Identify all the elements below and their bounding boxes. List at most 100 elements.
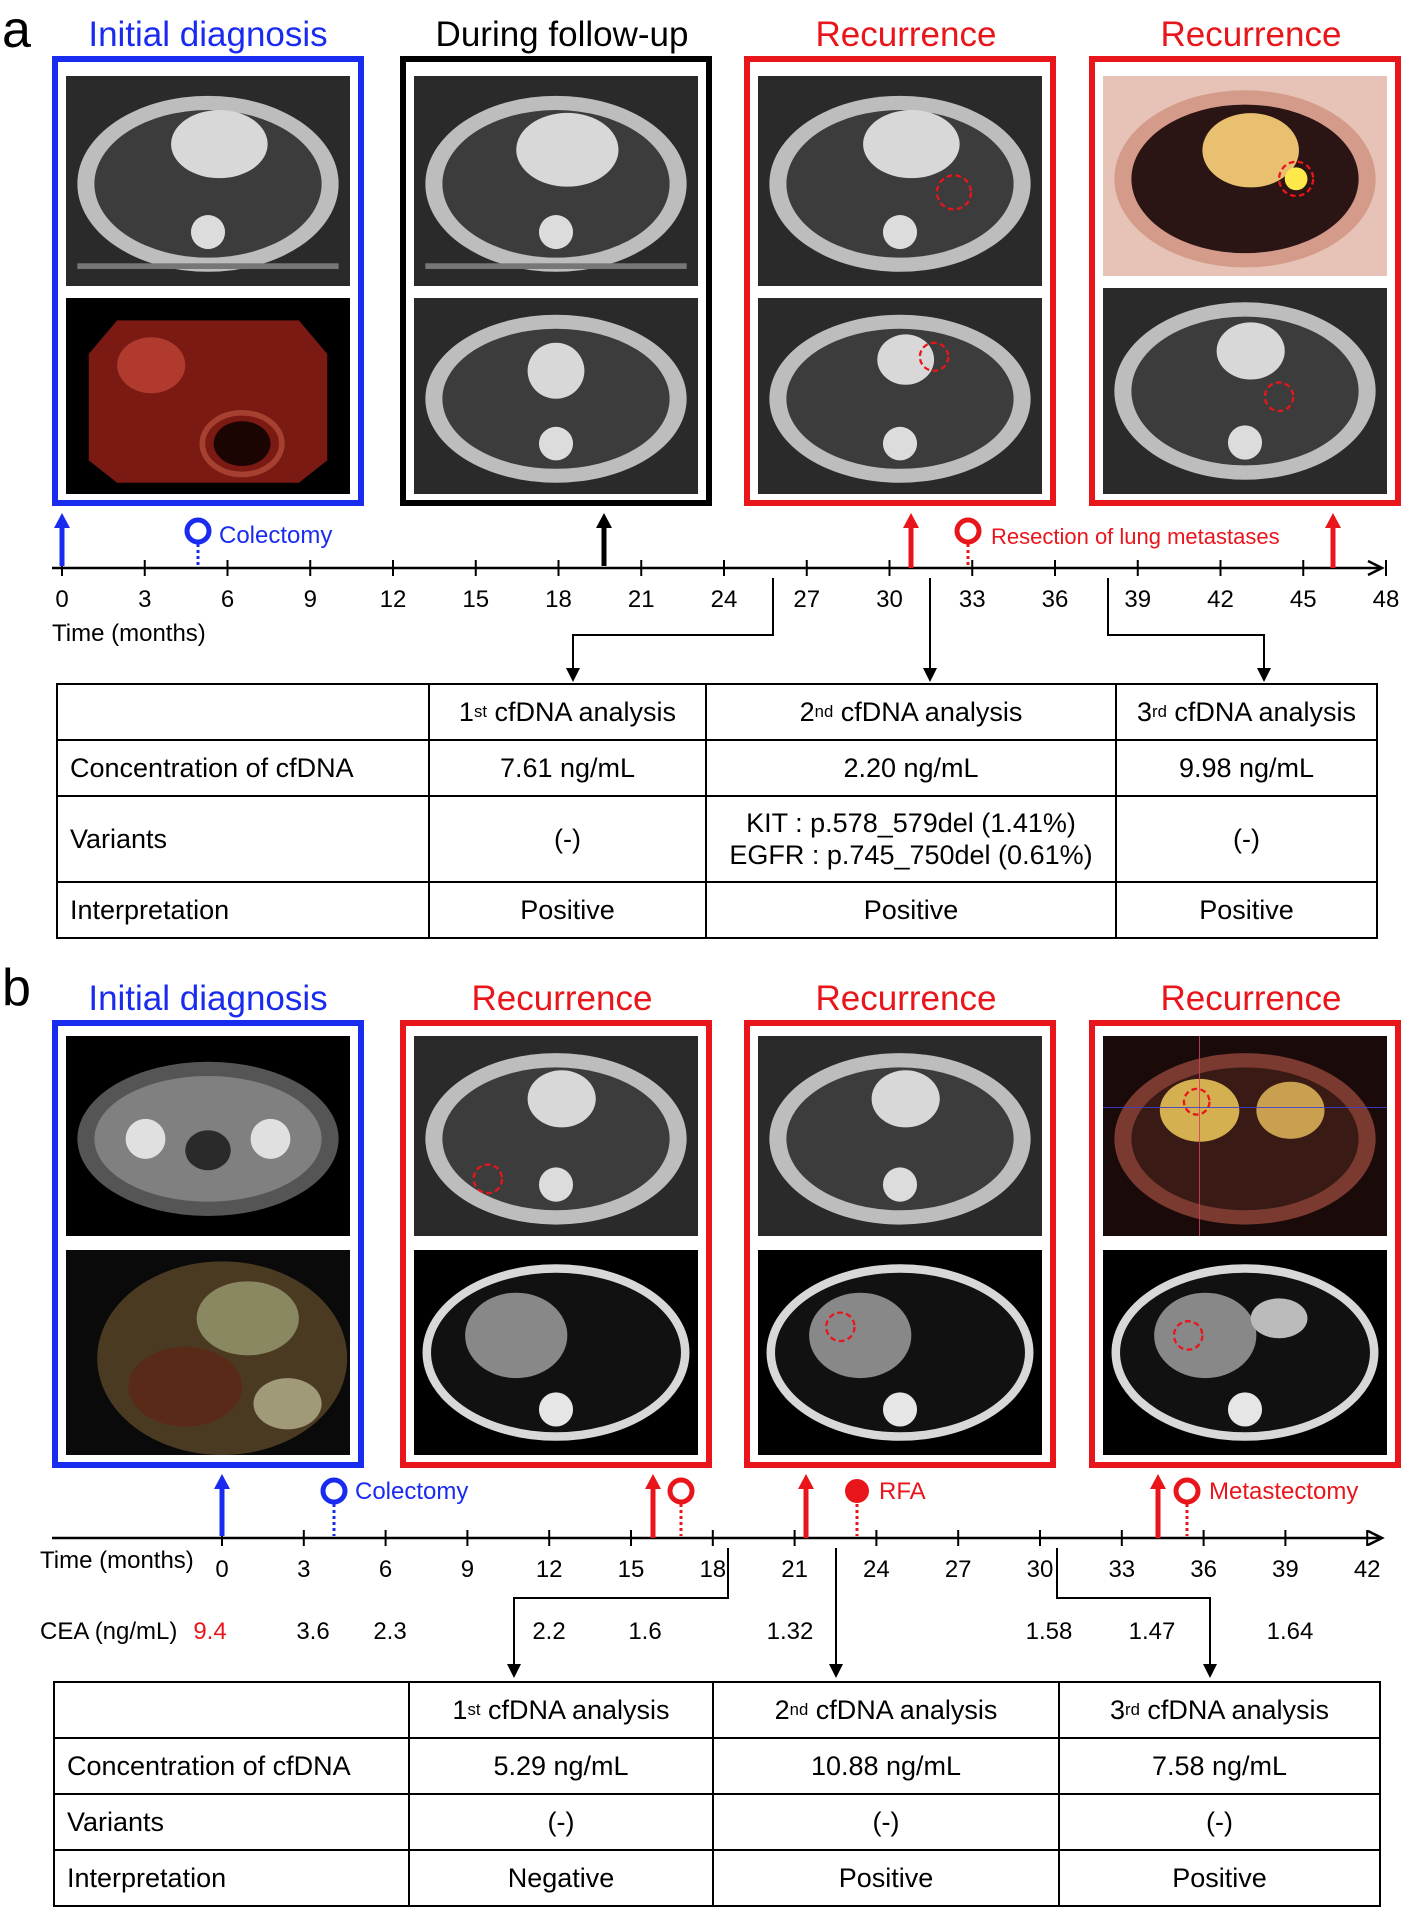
panel-a-resection-marker: [954, 517, 982, 545]
panel-a-title-during-follow-up: During follow-up: [435, 15, 689, 54]
panel-a-tick-label: 33: [958, 586, 986, 613]
panel-b-tick-label: 30: [1026, 1556, 1054, 1583]
panel-a-table-header-3: 3rd cfDNA analysis: [1115, 683, 1378, 741]
table-row: Concentration of cfDNA 7.61 ng/mL 2.20 n…: [56, 739, 1378, 797]
table-cell: Positive: [1115, 881, 1378, 939]
panel-b-tick-label: 15: [617, 1556, 645, 1583]
panel-a-tick-label: 36: [1041, 586, 1069, 613]
panel-a-image-3-chest-ct-lesion: [758, 76, 1042, 286]
table-row: Interpretation Positive Positive Positiv…: [56, 881, 1378, 939]
panel-b-image-2-chest-ct-lesion: [414, 1036, 698, 1236]
panel-a-tick-label: 27: [793, 586, 821, 613]
panel-b-table-header-1: 1st cfDNA analysis: [408, 1681, 714, 1739]
table-cell: 9.98 ng/mL: [1115, 739, 1378, 797]
table-cell: 10.88 ng/mL: [712, 1737, 1060, 1795]
panel-b-initial-diagnosis-arrowhead: [214, 1474, 230, 1489]
panel-a-initial-diagnosis-arrowhead: [54, 513, 70, 528]
cea-value: 2.2: [532, 1618, 566, 1645]
table-cell: Positive: [1058, 1849, 1381, 1907]
cea-value: 1.64: [1266, 1618, 1314, 1645]
panel-b-tick-label: 24: [863, 1556, 890, 1583]
panel-b-metastectomy-label: Metastectomy: [1209, 1478, 1359, 1505]
panel-b-recurrence-arrowhead-1: [645, 1474, 661, 1489]
panel-a-tick-label: 15: [462, 586, 490, 613]
table-row: Concentration of cfDNA 5.29 ng/mL 10.88 …: [53, 1737, 1381, 1795]
table-cell: Negative: [408, 1849, 714, 1907]
table-cell: 7.58 ng/mL: [1058, 1737, 1381, 1795]
panel-b-image-3-chest-ct: [758, 1036, 1042, 1236]
panel-b-tick-label: 36: [1190, 1556, 1217, 1583]
panel-b-metastectomy-marker: [1173, 1477, 1201, 1505]
panel-b-image-1-pelvic-ct: [66, 1036, 350, 1236]
panel-b-tick-label: 0: [215, 1556, 229, 1583]
panel-a-axis-label: Time (months): [52, 620, 206, 647]
panel-b-connector-1-arrowhead: [507, 1664, 521, 1678]
panel-b-recurrence-arrowhead-3: [1150, 1474, 1166, 1489]
table-cell: (-): [428, 795, 707, 883]
panel-a-table-corner: [56, 683, 430, 741]
table-row: Variants (-) KIT : p.578_579del (1.41%) …: [56, 795, 1378, 883]
table-cell: (-): [1058, 1793, 1381, 1851]
table-cell: 5.29 ng/mL: [408, 1737, 714, 1795]
panel-a-tick-label: 3: [138, 586, 152, 613]
cea-label: CEA (ng/mL): [40, 1618, 178, 1645]
panel-b-rfa-marker: [845, 1479, 869, 1503]
panel-a-connector-1: [572, 578, 774, 676]
panel-b-tick-label: 3: [297, 1556, 311, 1583]
panel-a-resection-label: Resection of lung metastases: [991, 524, 1280, 549]
panel-a-row-label-concentration: Concentration of cfDNA: [56, 739, 430, 797]
cea-value: 9.4: [193, 1618, 227, 1645]
panel-a-image-1-chest-ct: [66, 76, 350, 286]
panel-b-row-label-concentration: Concentration of cfDNA: [53, 1737, 410, 1795]
cea-value: 2.3: [373, 1618, 407, 1645]
panel-a-connector-1-arrowhead: [566, 668, 580, 682]
panel-a-table-header-row: 1st cfDNA analysis 2nd cfDNA analysis 3r…: [56, 683, 1378, 741]
panel-a-ticks: [61, 560, 1387, 576]
panel-b-tick-label: 33: [1108, 1556, 1136, 1583]
panel-a-tick-label: 21: [627, 586, 655, 613]
panel-a-tick-label: 39: [1124, 586, 1152, 613]
panel-a-tick-label: 0: [55, 586, 69, 613]
panel-a-connector-2-arrowhead: [923, 668, 937, 682]
panel-b-connector-3-arrowhead: [1203, 1664, 1217, 1678]
panel-b-tick-label: 21: [781, 1556, 808, 1583]
panel-b-results-table: 1st cfDNA analysis 2nd cfDNA analysis 3r…: [53, 1681, 1381, 1907]
panel-a-recurrence-arrowhead-1: [903, 513, 919, 528]
panel-a-row-label-variants: Variants: [56, 795, 430, 883]
panel-b-tick-label: 42: [1353, 1556, 1381, 1583]
panel-b-axis-arrowhead: [1367, 1529, 1385, 1547]
panel-a-follow-up-arrowhead: [596, 513, 612, 528]
cea-value: 1.32: [766, 1618, 814, 1645]
panel-b-tick-label: 9: [460, 1556, 475, 1583]
panel-b-colectomy-marker: [320, 1477, 348, 1505]
table-cell: Positive: [712, 1849, 1060, 1907]
panel-b-image-4-pet-ct-lesion: [1103, 1036, 1387, 1236]
panel-a-title-initial-diagnosis: Initial diagnosis: [88, 15, 328, 54]
panel-b-tick-label: 39: [1272, 1556, 1299, 1583]
panel-a-image-3-chest-ct-lesion-lower: [758, 298, 1042, 494]
panel-b-tick-label: 27: [944, 1556, 972, 1583]
table-cell: (-): [712, 1793, 1060, 1851]
panel-a-tick-label: 30: [876, 586, 903, 613]
table-cell: (-): [1115, 795, 1378, 883]
panel-a-results-table: 1st cfDNA analysis 2nd cfDNA analysis 3r…: [56, 683, 1378, 939]
table-cell: 2.20 ng/mL: [705, 739, 1117, 797]
panel-a-colectomy-label: Colectomy: [219, 522, 333, 549]
panel-a-title-recurrence-1: Recurrence: [815, 15, 997, 54]
panel-b-row-label-interpretation: Interpretation: [53, 1849, 410, 1907]
table-cell: (-): [408, 1793, 714, 1851]
panel-a-table-header-1: 1st cfDNA analysis: [428, 683, 707, 741]
table-row: Interpretation Negative Positive Positiv…: [53, 1849, 1381, 1907]
cea-value: 3.6: [296, 1618, 330, 1645]
panel-b-title-recurrence-2: Recurrence: [815, 979, 997, 1018]
panel-b-ticks: [221, 1530, 1369, 1546]
panel-b-image-1-endoscopy: [66, 1250, 350, 1455]
panel-b-axis-label: Time (months): [40, 1547, 194, 1574]
panel-b-recurrence-arrowhead-2: [798, 1474, 814, 1489]
cea-value: 1.6: [628, 1618, 662, 1645]
panel-b-connector-2-arrowhead: [829, 1664, 843, 1678]
panel-b-image-2-abdominal-ct: [414, 1250, 698, 1455]
panel-b-row-label-variants: Variants: [53, 1793, 410, 1851]
panel-a-tick-label: 45: [1289, 586, 1317, 613]
panel-a-letter: a: [2, 1, 31, 59]
